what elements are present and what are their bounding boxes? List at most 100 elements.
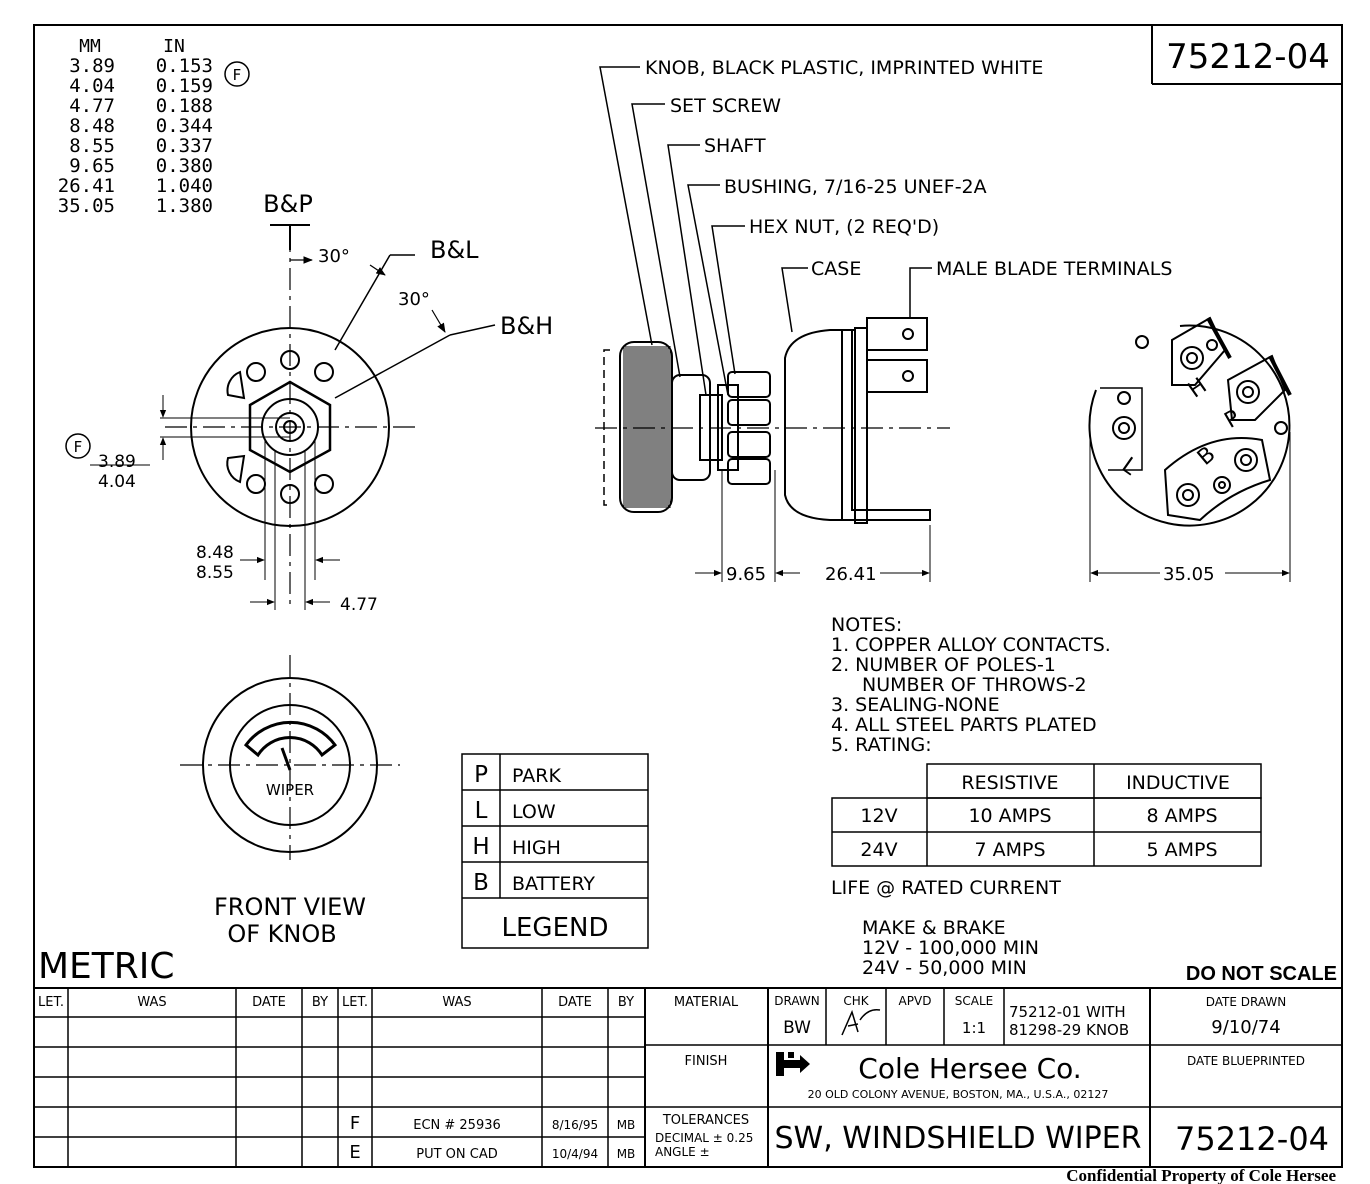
revision-by: MB bbox=[617, 1147, 636, 1161]
revision-letter: E bbox=[349, 1142, 360, 1163]
rating-12v-resistive: 10 AMPS bbox=[968, 805, 1051, 827]
legend-title: LEGEND bbox=[502, 913, 609, 943]
rating-24v-resistive: 7 AMPS bbox=[974, 839, 1045, 861]
legend-meaning: LOW bbox=[512, 801, 556, 823]
note-line-4: 3. SEALING-NONE bbox=[831, 694, 1000, 716]
dim-4-77: 4.77 bbox=[340, 595, 378, 615]
conversion-in-value: 0.188 bbox=[156, 95, 213, 117]
conversion-in-value: 1.040 bbox=[156, 175, 213, 197]
flag-f-front bbox=[65, 433, 91, 459]
date-blueprinted-label: DATE BLUEPRINTED bbox=[1187, 1054, 1305, 1068]
date-drawn-label: DATE DRAWN bbox=[1206, 995, 1287, 1009]
knob-wiper-text: WIPER bbox=[266, 781, 314, 799]
scale-value: 1:1 bbox=[962, 1019, 986, 1037]
front-view bbox=[90, 224, 496, 610]
conversion-in-value: 0.344 bbox=[156, 115, 213, 137]
rear-view bbox=[1088, 316, 1292, 582]
revision-date: 8/16/95 bbox=[552, 1118, 598, 1132]
note-line-3: NUMBER OF THROWS-2 bbox=[862, 674, 1087, 696]
part-number-box: 75212-04 bbox=[1151, 25, 1342, 85]
rating-header-resistive: RESISTIVE bbox=[961, 772, 1058, 794]
rating-table bbox=[831, 763, 1262, 867]
angle-30-second: 30° bbox=[398, 289, 430, 310]
dim-8-55: 8.55 bbox=[196, 563, 234, 583]
conversion-mm-value: 35.05 bbox=[58, 195, 115, 217]
notes: NOTES: 1. COPPER ALLOY CONTACTS. 2. NUMB… bbox=[831, 614, 1111, 756]
note-line-1: 1. COPPER ALLOY CONTACTS. bbox=[831, 634, 1111, 656]
ref-line-2: 81298-29 KNOB bbox=[1009, 1021, 1129, 1039]
revision-date: 10/4/94 bbox=[552, 1147, 598, 1161]
dim-9-65: 9.65 bbox=[726, 564, 766, 585]
material-label: MATERIAL bbox=[674, 995, 739, 1010]
conversion-in-value: 0.159 bbox=[156, 75, 213, 97]
revision-header: BY bbox=[312, 995, 328, 1010]
rating-12v: 12V bbox=[860, 805, 897, 827]
ref-line-1: 75212-01 WITH bbox=[1009, 1003, 1126, 1021]
dim-3-89: 3.89 bbox=[98, 452, 136, 472]
decimal-tolerance: DECIMAL ± 0.25 bbox=[655, 1131, 753, 1145]
conversion-header-in: IN bbox=[163, 36, 185, 57]
company-address: 20 OLD COLONY AVENUE, BOSTON, MA., U.S.A… bbox=[808, 1088, 1109, 1101]
revision-header: BY bbox=[618, 995, 634, 1010]
title-block-lines bbox=[34, 987, 1342, 1167]
note-line-2: 2. NUMBER OF POLES-1 bbox=[831, 654, 1056, 676]
front-flag: F bbox=[74, 438, 83, 456]
angle-30-first: 30° bbox=[318, 246, 350, 267]
revision-header: DATE bbox=[558, 995, 592, 1010]
part-number-top: 75212-04 bbox=[1166, 37, 1330, 77]
callout-set-screw: SET SCREW bbox=[670, 95, 781, 117]
drawn-value: BW bbox=[783, 1018, 811, 1038]
angle-tolerance: ANGLE ± bbox=[655, 1145, 710, 1159]
company-logo bbox=[776, 1052, 810, 1076]
rating-24v: 24V bbox=[860, 839, 897, 861]
chk-signature bbox=[841, 1008, 881, 1036]
legend-meaning: HIGH bbox=[512, 837, 561, 859]
flag-f-circle bbox=[224, 61, 250, 87]
legend-code: B bbox=[473, 870, 489, 896]
conversion-mm-value: 8.55 bbox=[69, 135, 115, 157]
rating-12v-inductive: 8 AMPS bbox=[1146, 805, 1217, 827]
legend-code: L bbox=[475, 798, 488, 824]
conversion-in-value: 0.153 bbox=[156, 55, 213, 77]
conversion-in-value: 1.380 bbox=[156, 195, 213, 217]
scale-label: SCALE bbox=[955, 994, 993, 1008]
dim-4-04: 4.04 bbox=[98, 472, 136, 492]
callout-hex-nut: HEX NUT, (2 REQ'D) bbox=[749, 216, 939, 238]
do-not-scale: DO NOT SCALE bbox=[1186, 963, 1337, 985]
revision-header: LET. bbox=[38, 995, 64, 1010]
label-b-and-h: B&H bbox=[500, 312, 553, 340]
side-view bbox=[595, 66, 950, 582]
revision-header: LET. bbox=[342, 995, 368, 1010]
revision-description: ECN # 25936 bbox=[413, 1118, 501, 1133]
company-name: Cole Hersee Co. bbox=[858, 1052, 1081, 1085]
legend-table bbox=[461, 753, 649, 949]
conversion-mm-value: 8.48 bbox=[69, 115, 115, 137]
legend-code: P bbox=[474, 762, 488, 788]
knob-caption-1: FRONT VIEW bbox=[214, 893, 366, 921]
legend-meaning: BATTERY bbox=[512, 873, 595, 895]
part-number-bottom: 75212-04 bbox=[1175, 1120, 1329, 1158]
conversion-mm-value: 3.89 bbox=[69, 55, 115, 77]
conversion-mm-value: 26.41 bbox=[58, 175, 115, 197]
drawing-border bbox=[33, 24, 1343, 1168]
conversion-in-value: 0.380 bbox=[156, 155, 213, 177]
rating-24v-inductive: 5 AMPS bbox=[1146, 839, 1217, 861]
legend-meaning: PARK bbox=[512, 765, 561, 787]
conversion-mm-value: 9.65 bbox=[69, 155, 115, 177]
revision-by: MB bbox=[617, 1118, 636, 1132]
label-b-and-l: B&L bbox=[430, 236, 479, 264]
make-brake: MAKE & BRAKE bbox=[862, 917, 1006, 939]
conversion-mm-value: 4.77 bbox=[69, 95, 115, 117]
rear-letter-b: B bbox=[1193, 442, 1221, 471]
conversion-flag: F bbox=[233, 66, 242, 84]
revision-letter: F bbox=[350, 1113, 360, 1134]
drawn-label: DRAWN bbox=[774, 994, 820, 1008]
revision-header: WAS bbox=[442, 995, 471, 1010]
apvd-label: APVD bbox=[899, 994, 932, 1008]
life-line: LIFE @ RATED CURRENT bbox=[831, 877, 1061, 899]
conversion-mm-value: 4.04 bbox=[69, 75, 115, 97]
callout-bushing: BUSHING, 7/16-25 UNEF-2A bbox=[724, 176, 987, 198]
revision-header: WAS bbox=[137, 995, 166, 1010]
